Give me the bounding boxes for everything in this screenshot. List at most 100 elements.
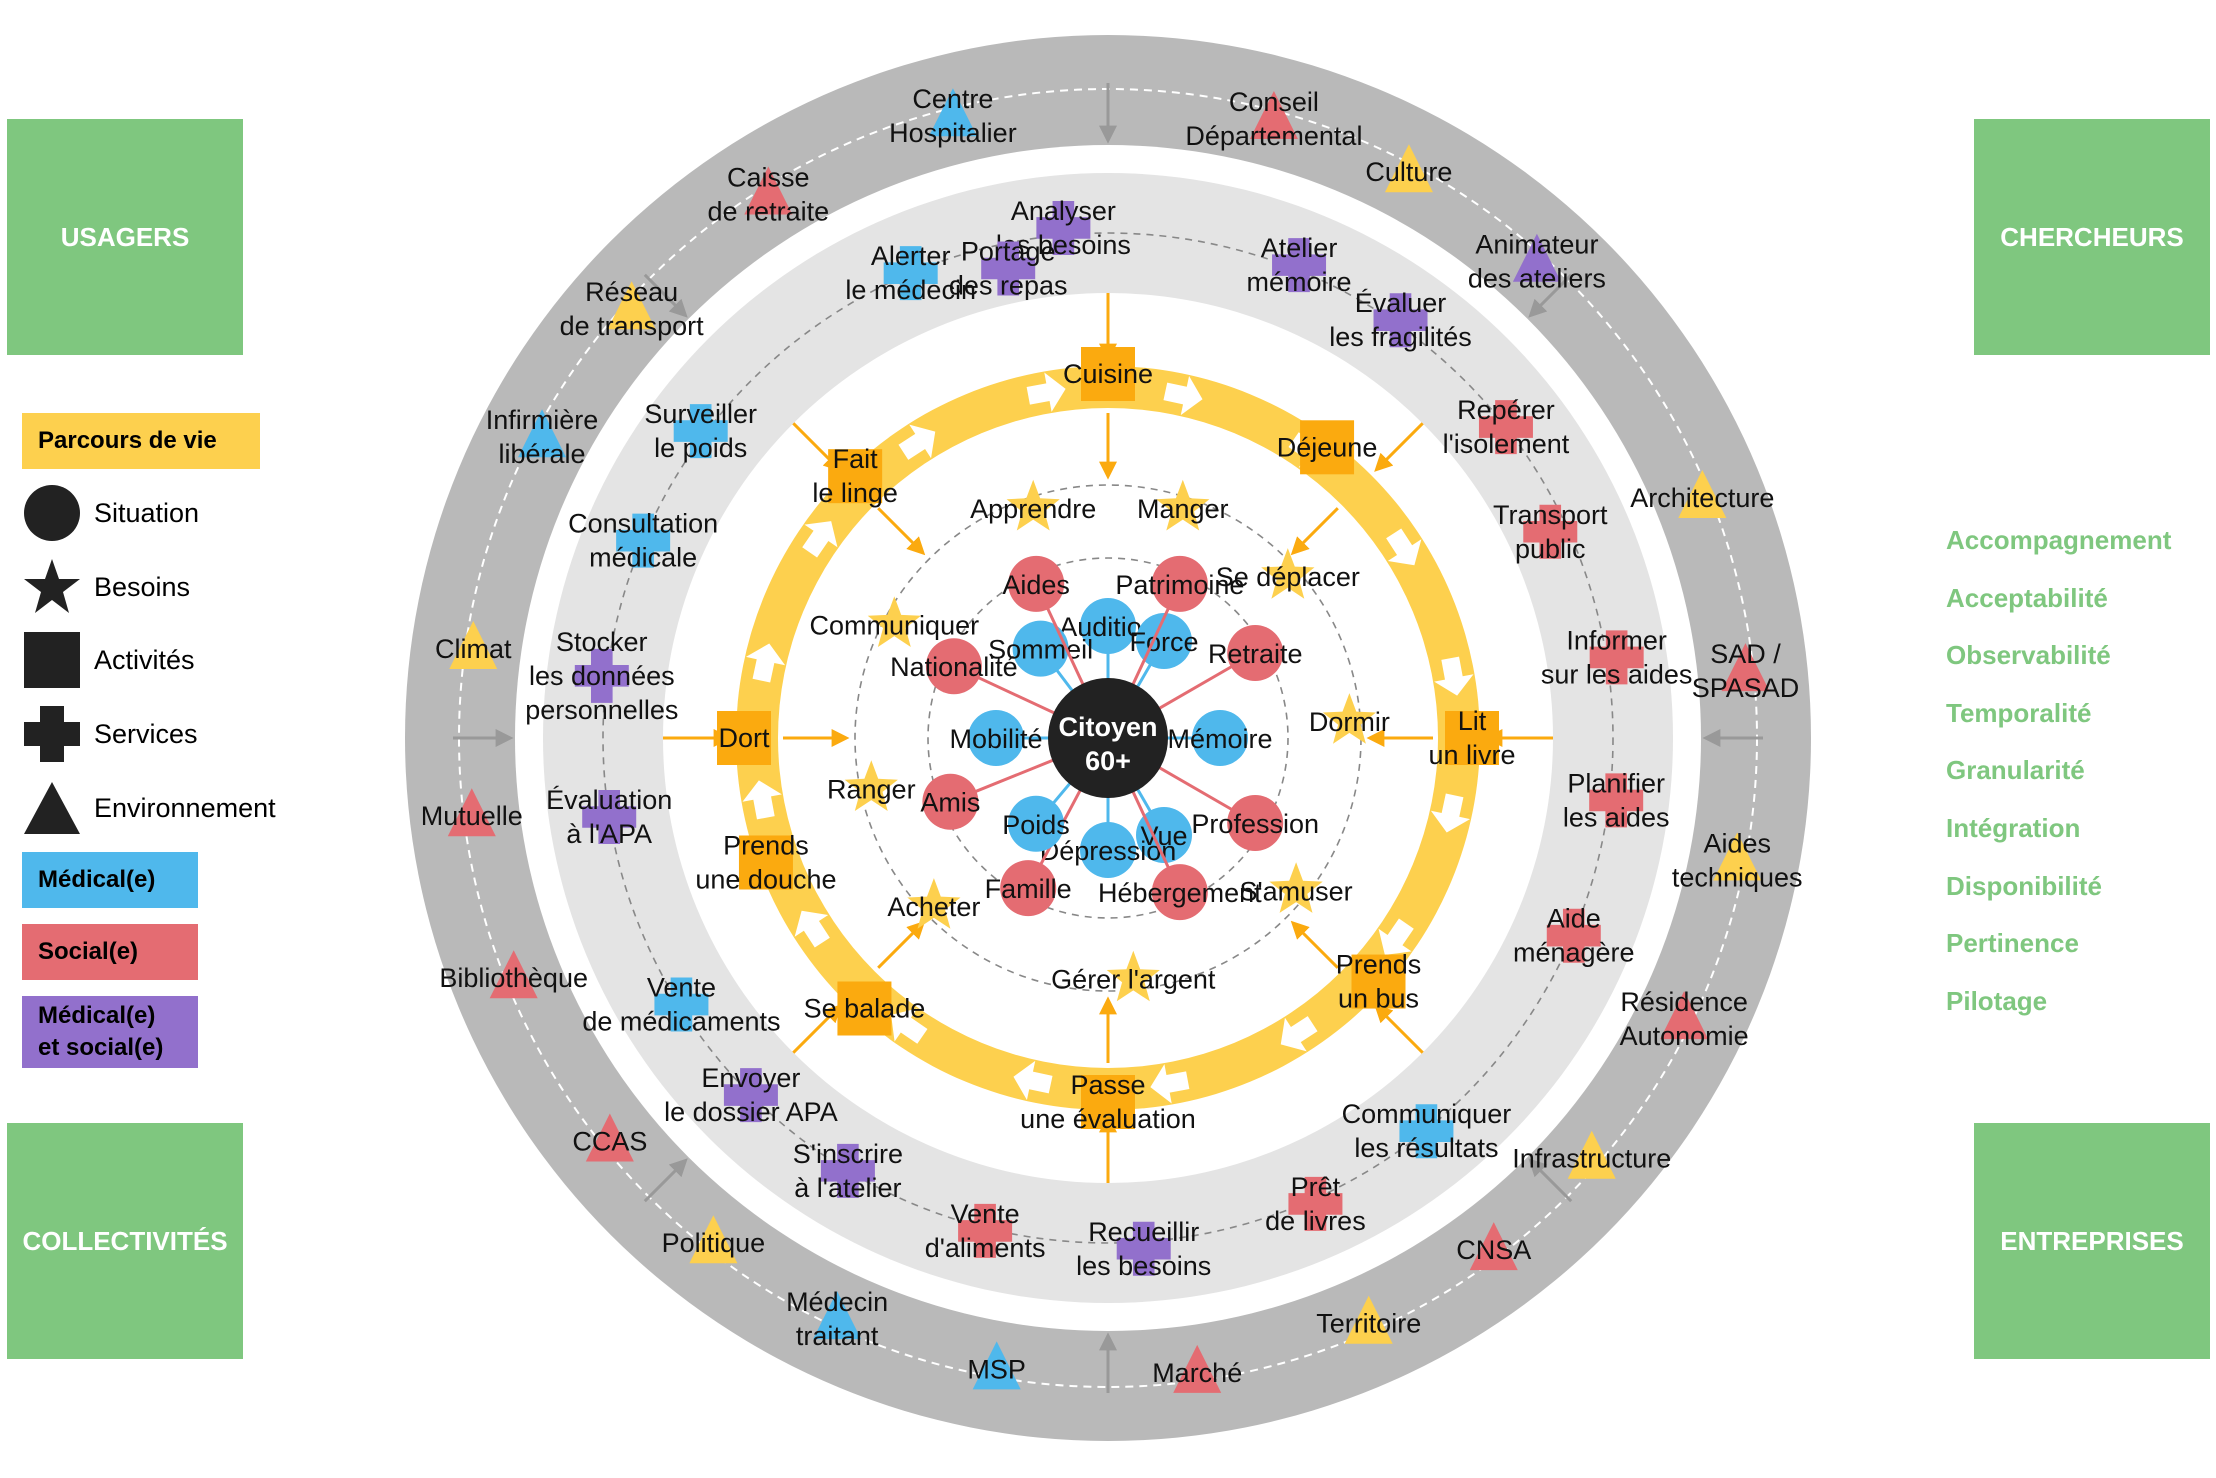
environment-label-text: Caisse	[727, 162, 810, 192]
service-label-text: Vente	[647, 973, 716, 1003]
situation-marker	[1192, 710, 1248, 766]
service-marker	[673, 404, 728, 459]
environment-label-text: MSP	[967, 1354, 1026, 1384]
service-label-text: de médicaments	[582, 1007, 780, 1037]
service-label-text: Analyser	[1011, 196, 1116, 226]
activity-label-text: Cuisine	[1063, 359, 1153, 389]
service-label-text: les fragilités	[1329, 322, 1472, 352]
need-marker	[844, 760, 898, 811]
criteria-item: Observabilité	[1946, 640, 2111, 671]
flow-arrow-shape	[1430, 793, 1471, 833]
service-label-text: à l'APA	[566, 819, 652, 849]
environment-label-text: Infirmière	[486, 405, 599, 435]
environment-marker	[1384, 144, 1433, 193]
service-label-text: les besoins	[1076, 1251, 1211, 1281]
environment-label-text: Médecin	[786, 1287, 888, 1317]
need-label: Se déplacer	[1216, 562, 1360, 592]
flow-arrow-shape	[794, 910, 830, 948]
service-label-text: Informer	[1566, 625, 1667, 655]
criteria-item: Pertinence	[1946, 928, 2079, 959]
criteria-item: Acceptabilité	[1946, 582, 2108, 613]
need-marker	[1269, 862, 1323, 913]
environment-label-text: de retraite	[708, 196, 830, 226]
legend-services-label: Services	[94, 718, 198, 749]
activity-marker	[828, 449, 883, 504]
situation-marker	[1080, 822, 1136, 878]
environment-label-text: Hospitalier	[889, 118, 1017, 148]
situation-marker	[1136, 807, 1192, 863]
services-ring-dash	[602, 232, 1614, 1244]
service-marker	[1546, 908, 1601, 963]
need-label: Dormir	[1309, 707, 1390, 737]
legend-situation: Situation	[22, 483, 199, 543]
service-label-text: le médecin	[845, 275, 976, 305]
service-label-text: le poids	[654, 433, 747, 463]
activity-label-text: une douche	[695, 864, 836, 894]
activity-label-text: un bus	[1338, 984, 1419, 1014]
environment-marker	[1249, 91, 1298, 140]
service-marker	[654, 977, 709, 1032]
environment-marker	[489, 950, 538, 999]
environment-marker	[928, 88, 977, 137]
corner-chercheurs: CHERCHEURS	[1974, 119, 2210, 355]
environment-marker	[447, 788, 496, 837]
situation-marker	[922, 773, 979, 830]
service-label-text: les aides	[1563, 802, 1670, 832]
service-label-text: sur les aides	[1541, 659, 1693, 689]
triangle-icon	[24, 782, 80, 834]
service-marker	[958, 1203, 1013, 1258]
service-label-text: d'aliments	[925, 1233, 1046, 1263]
activity-label-text: Passe	[1070, 1070, 1145, 1100]
environment-label-text: Marché	[1152, 1358, 1242, 1388]
center-circle	[1048, 678, 1168, 798]
environment-label-text: Autonomie	[1620, 1021, 1749, 1051]
service-marker	[1478, 400, 1533, 455]
environment-layer: ConseilDépartementalCultureAnimateurdes …	[421, 84, 1803, 1393]
situation-label: Nationalité	[890, 652, 1018, 682]
environment-label-text: Animateur	[1475, 230, 1598, 260]
activity-marker	[1081, 1075, 1135, 1129]
need-marker	[1006, 479, 1060, 531]
flow-arrow-shape	[898, 424, 936, 460]
circle-icon	[24, 485, 80, 541]
situation-label: Amis	[920, 788, 980, 818]
environment-marker	[972, 1341, 1021, 1390]
corner-usagers-label: USAGERS	[60, 221, 190, 252]
situation-label: Sommeil	[988, 635, 1093, 665]
legend-medical: Médical(e)	[22, 852, 198, 908]
situation-label: Patrimoine	[1115, 570, 1244, 600]
environment-marker	[689, 1215, 738, 1264]
corner-entreprises: ENTREPRISES	[1974, 1123, 2210, 1359]
radial-arrow	[1290, 507, 1339, 556]
situation-label: Mobilité	[949, 724, 1042, 754]
flow-arrow-shape	[1280, 1016, 1318, 1052]
legend-environnement: Environnement	[22, 778, 276, 838]
environment-label-text: Conseil	[1229, 87, 1319, 117]
need-marker	[1261, 548, 1315, 599]
environment-label-text: des ateliers	[1468, 264, 1606, 294]
legend-services: Services	[22, 704, 198, 764]
criteria-item: Temporalité	[1946, 697, 2092, 728]
situation-label: Force	[1129, 627, 1198, 657]
situation-marker	[1227, 795, 1284, 851]
environment-label-text: CCAS	[572, 1126, 647, 1156]
need-marker	[1106, 950, 1160, 1002]
service-label-text: les données	[529, 661, 675, 691]
environment-marker	[1721, 643, 1770, 692]
service-marker	[616, 513, 671, 568]
situation-marker	[1227, 625, 1284, 681]
legend-besoins: Besoins	[22, 557, 190, 617]
situation-marker	[968, 710, 1024, 766]
service-marker	[981, 241, 1036, 296]
service-marker	[1116, 1221, 1171, 1276]
legend-situation-label: Situation	[94, 497, 200, 528]
radial-arrow-gray	[643, 273, 688, 318]
criteria-item: Pilotage	[1946, 985, 2048, 1016]
flow-arrow-shape	[802, 521, 838, 558]
service-label-text: Stocker	[556, 627, 648, 657]
environment-label-text: Architecture	[1630, 483, 1774, 513]
center-line1: Citoyen	[1058, 712, 1157, 742]
radial-arrow-gray	[643, 1158, 688, 1203]
activity-marker	[1300, 420, 1355, 475]
